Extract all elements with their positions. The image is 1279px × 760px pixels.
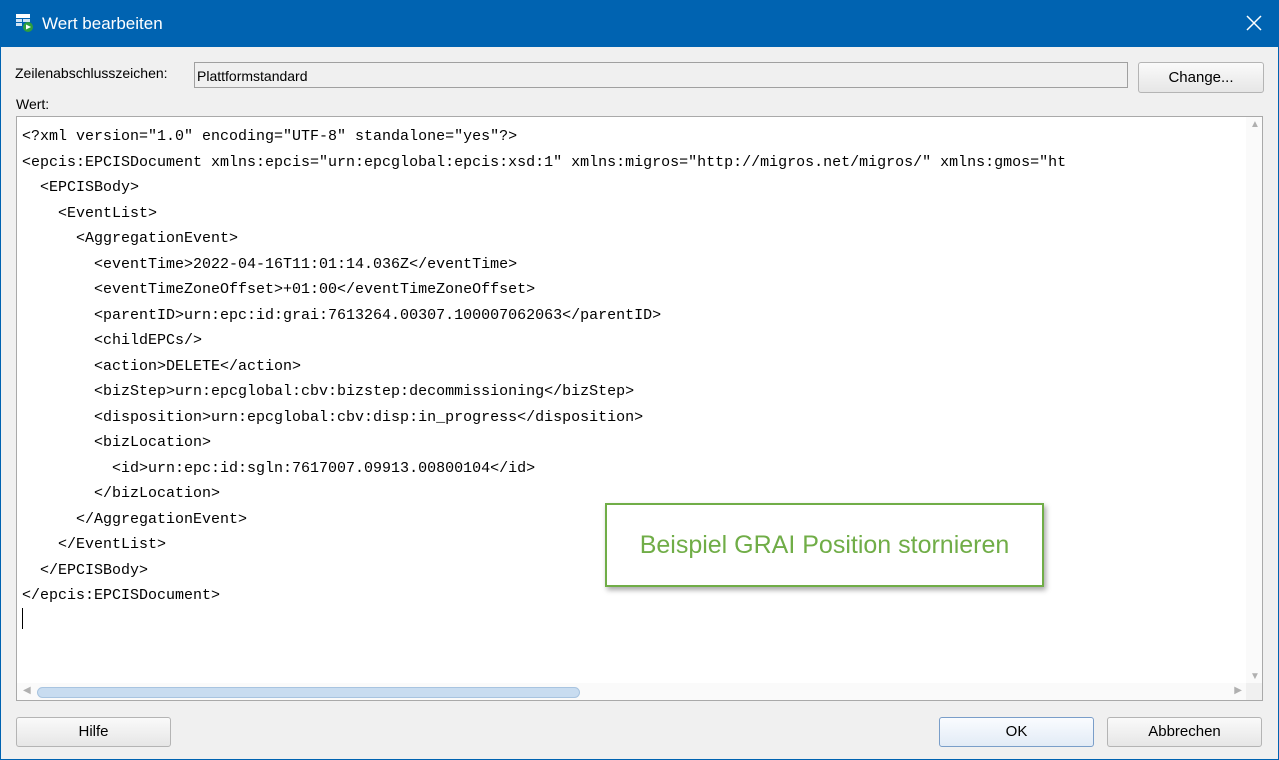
text-caret <box>22 608 23 629</box>
window-title: Wert bearbeiten <box>42 14 163 33</box>
title-bar: Wert bearbeiten <box>0 0 1279 47</box>
annotation-callout: Beispiel GRAI Position stornieren <box>605 503 1044 587</box>
scroll-left-icon[interactable]: ◀ <box>23 685 31 696</box>
vertical-scrollbar[interactable]: ▲ ▼ <box>1246 117 1262 684</box>
scroll-down-icon[interactable]: ▼ <box>1250 671 1260 682</box>
change-button[interactable]: Change... <box>1138 62 1264 93</box>
help-button[interactable]: Hilfe <box>16 717 171 747</box>
scroll-right-icon[interactable]: ▶ <box>1234 685 1242 696</box>
cancel-button[interactable]: Abbrechen <box>1107 717 1262 747</box>
edit-value-icon <box>15 13 35 33</box>
scroll-up-icon[interactable]: ▲ <box>1250 119 1260 130</box>
ok-button[interactable]: OK <box>939 717 1094 747</box>
eol-field[interactable]: Plattformstandard <box>194 62 1128 88</box>
close-button[interactable] <box>1229 0 1279 47</box>
horizontal-scroll-thumb[interactable] <box>37 687 580 698</box>
eol-label: Zeilenabschlusszeichen: <box>15 65 168 81</box>
value-label: Wert: <box>16 96 50 112</box>
scroll-corner <box>1246 683 1262 700</box>
xml-content[interactable]: <?xml version="1.0" encoding="UTF-8" sta… <box>22 128 1067 604</box>
value-text-area[interactable]: <?xml version="1.0" encoding="UTF-8" sta… <box>16 116 1263 701</box>
horizontal-scrollbar[interactable]: ◀ ▶ <box>17 683 1246 700</box>
